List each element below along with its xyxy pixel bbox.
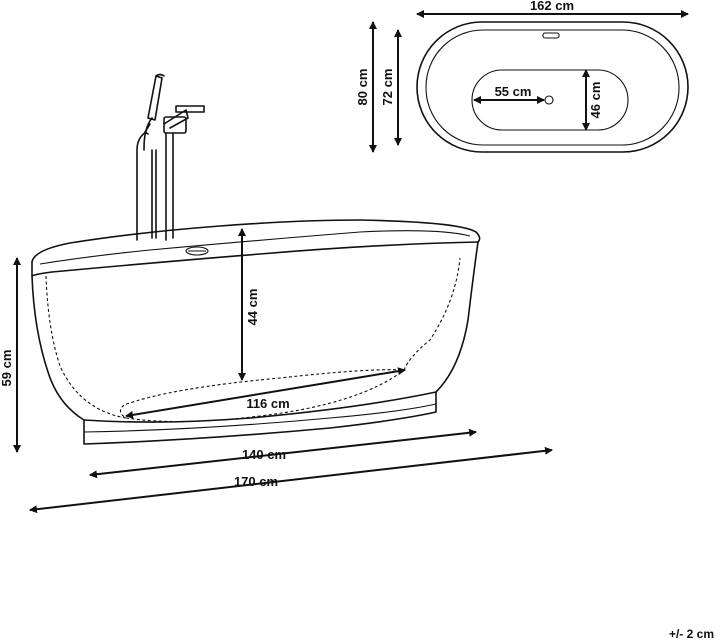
label-total-length: 170 cm	[234, 474, 278, 489]
tolerance-note: +/- 2 cm	[668, 627, 714, 641]
inner-basin-dashed	[45, 257, 461, 419]
label-top-outer-width: 80 cm	[355, 69, 370, 106]
label-basin-width: 46 cm	[588, 82, 603, 119]
tub-rim	[31, 219, 481, 263]
overflow-icon	[542, 32, 560, 39]
top-view-basin	[471, 69, 629, 131]
label-total-height: 59 cm	[0, 350, 14, 387]
dimension-line-total-length	[29, 446, 553, 514]
drain-icon	[544, 95, 554, 105]
overflow-side-icon	[185, 246, 209, 256]
dimension-line-bottom-length	[125, 367, 406, 419]
top-view	[416, 21, 689, 153]
top-view-outer-rim	[416, 21, 689, 153]
faucet-icon	[136, 73, 205, 241]
label-inner-depth: 44 cm	[245, 289, 260, 326]
top-view-inner-rim	[425, 29, 680, 146]
label-base-length: 140 cm	[242, 447, 286, 462]
label-basin-length: 55 cm	[495, 84, 532, 99]
label-bottom-length: 116 cm	[246, 396, 289, 411]
tub-body	[31, 241, 479, 445]
label-top-inner-width: 72 cm	[380, 69, 395, 106]
label-top-length: 162 cm	[530, 0, 574, 13]
